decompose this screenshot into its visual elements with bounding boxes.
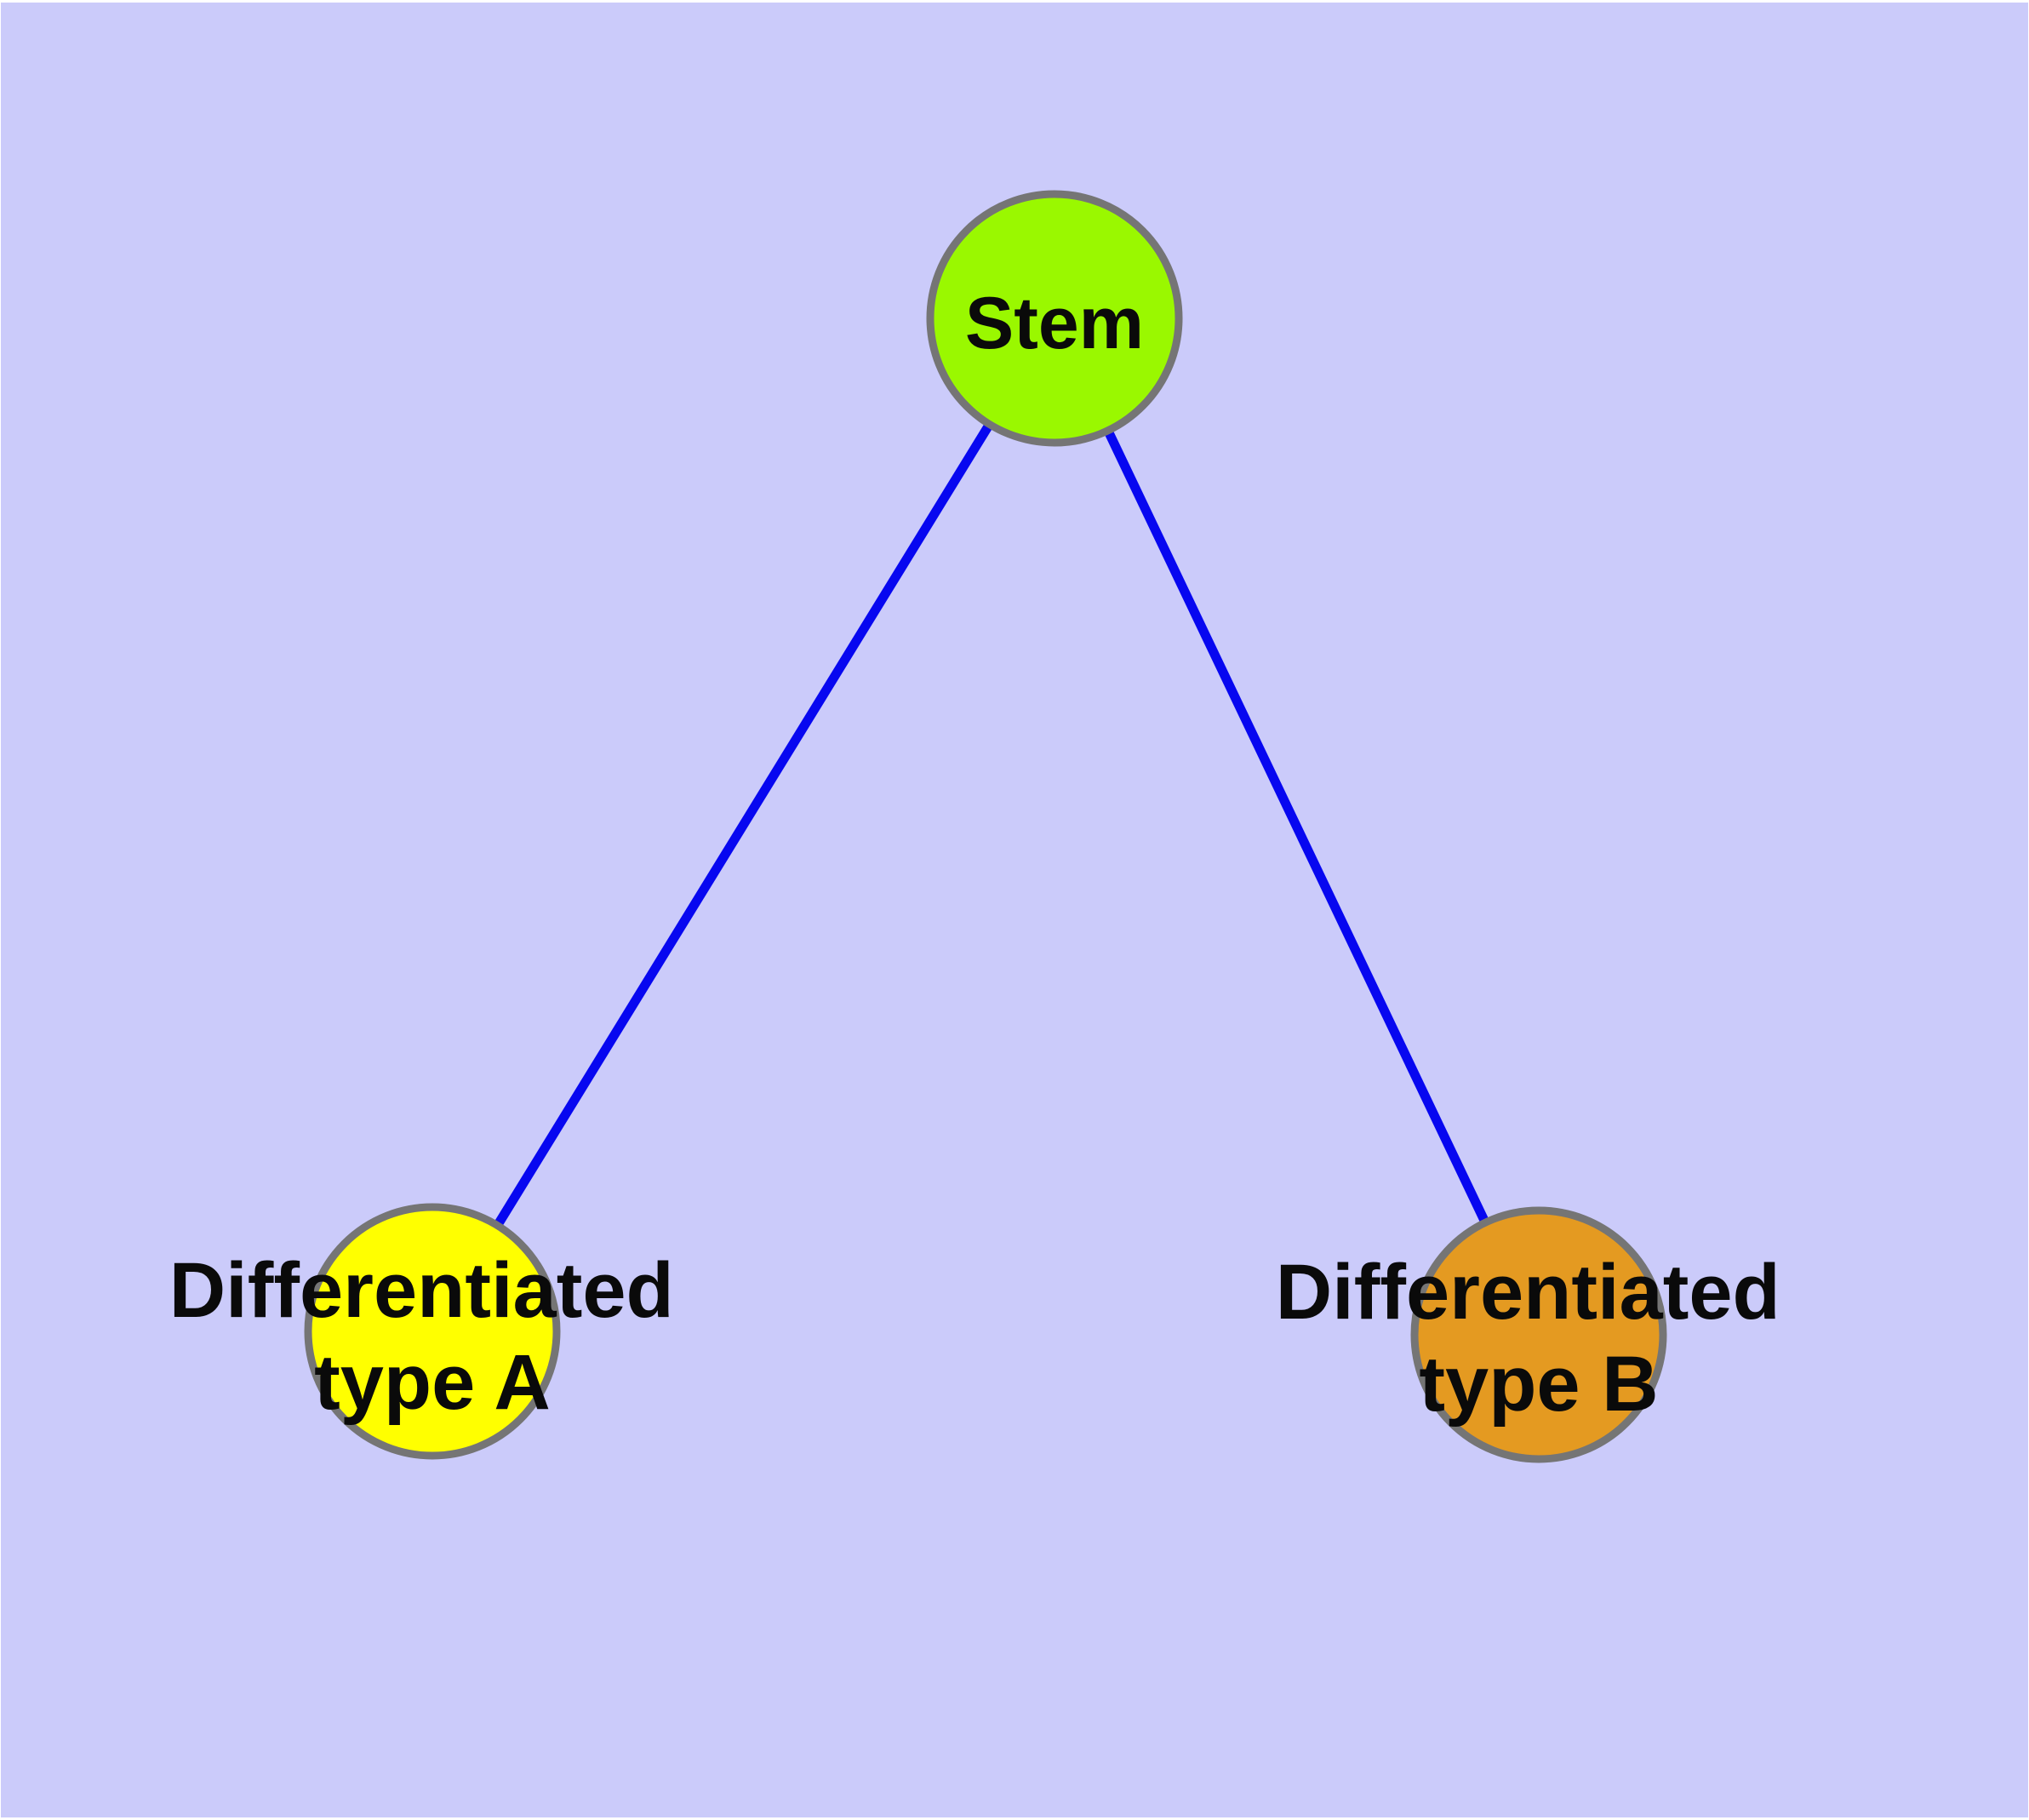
node-label-differentiated-type-b: Differentiated type B — [1276, 1249, 1803, 1428]
node-label-line: Differentiated — [169, 1247, 674, 1334]
node-label-line: type B — [1419, 1341, 1658, 1428]
node-label-line: Differentiated — [1276, 1249, 1780, 1336]
node-differentiated-type-b — [1410, 1206, 1667, 1463]
node-label-stem: Stem — [965, 283, 1144, 364]
node-label-line: type A — [314, 1339, 551, 1426]
node-label-differentiated-type-a: Differentiated type A — [169, 1247, 696, 1426]
node-stem — [926, 190, 1183, 447]
edge-stem-to-type-a — [428, 316, 1059, 1334]
edge-stem-to-type-b — [1050, 316, 1543, 1337]
node-differentiated-type-a — [304, 1203, 561, 1460]
